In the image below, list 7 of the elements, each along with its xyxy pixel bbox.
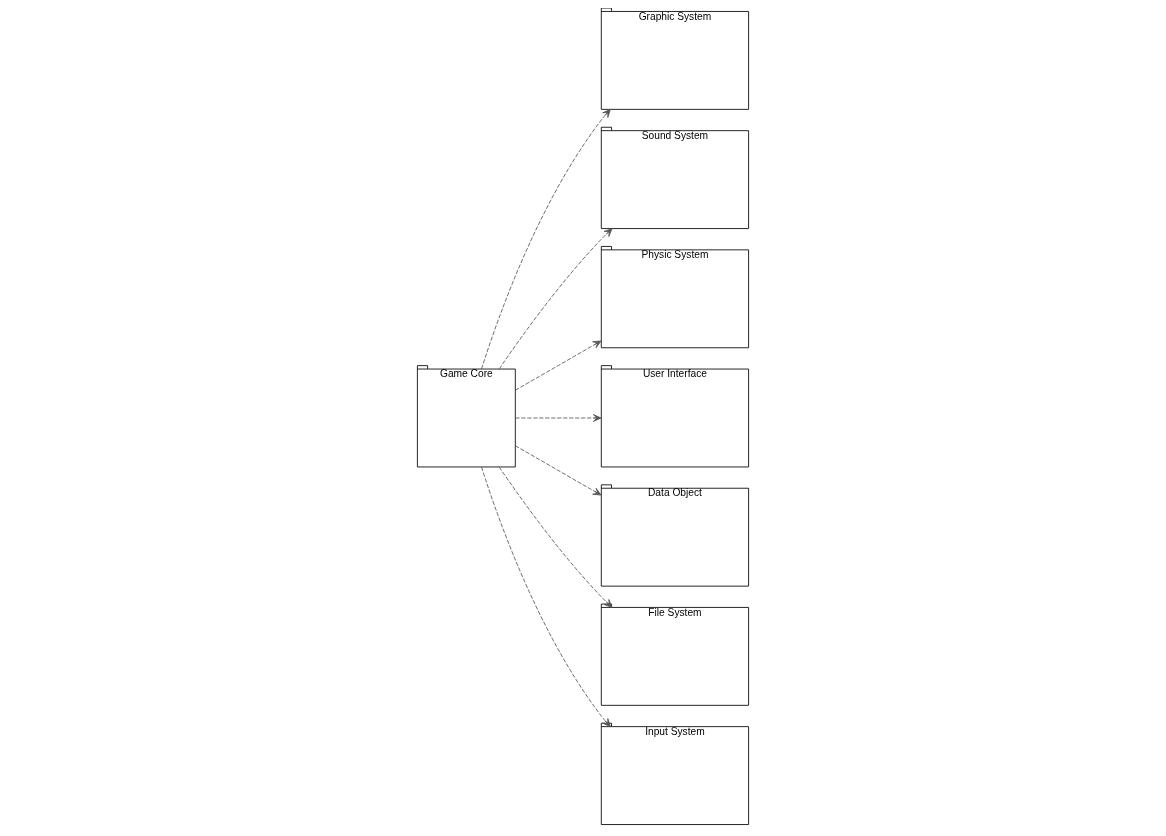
arrow	[498, 228, 613, 370]
arrow	[515, 340, 602, 391]
arrow	[481, 108, 611, 370]
arrow	[515, 414, 602, 422]
arrow	[498, 466, 613, 608]
arrow	[515, 445, 602, 496]
arrow	[481, 466, 611, 728]
